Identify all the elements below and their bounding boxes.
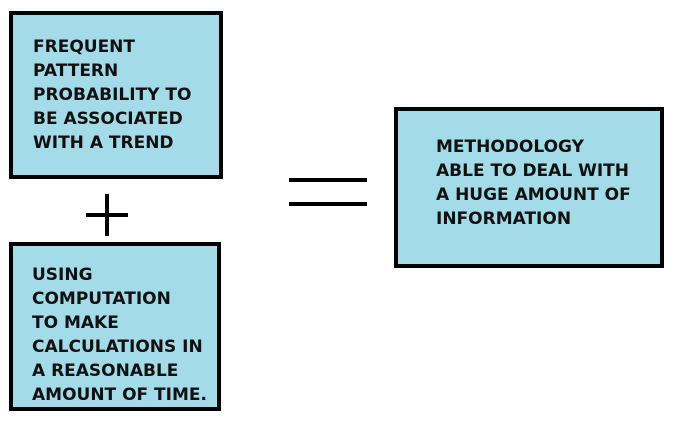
box-using-computation: USING COMPUTATION TO MAKE CALCULATIONS I… — [9, 242, 221, 411]
equals-icon — [289, 178, 367, 206]
box-methodology: METHODOLOGY ABLE TO DEAL WITH A HUGE AMO… — [394, 107, 664, 268]
plus-icon — [86, 194, 128, 236]
box-frequent-pattern: FREQUENT PATTERN PROBABILITY TO BE ASSOC… — [9, 11, 223, 179]
